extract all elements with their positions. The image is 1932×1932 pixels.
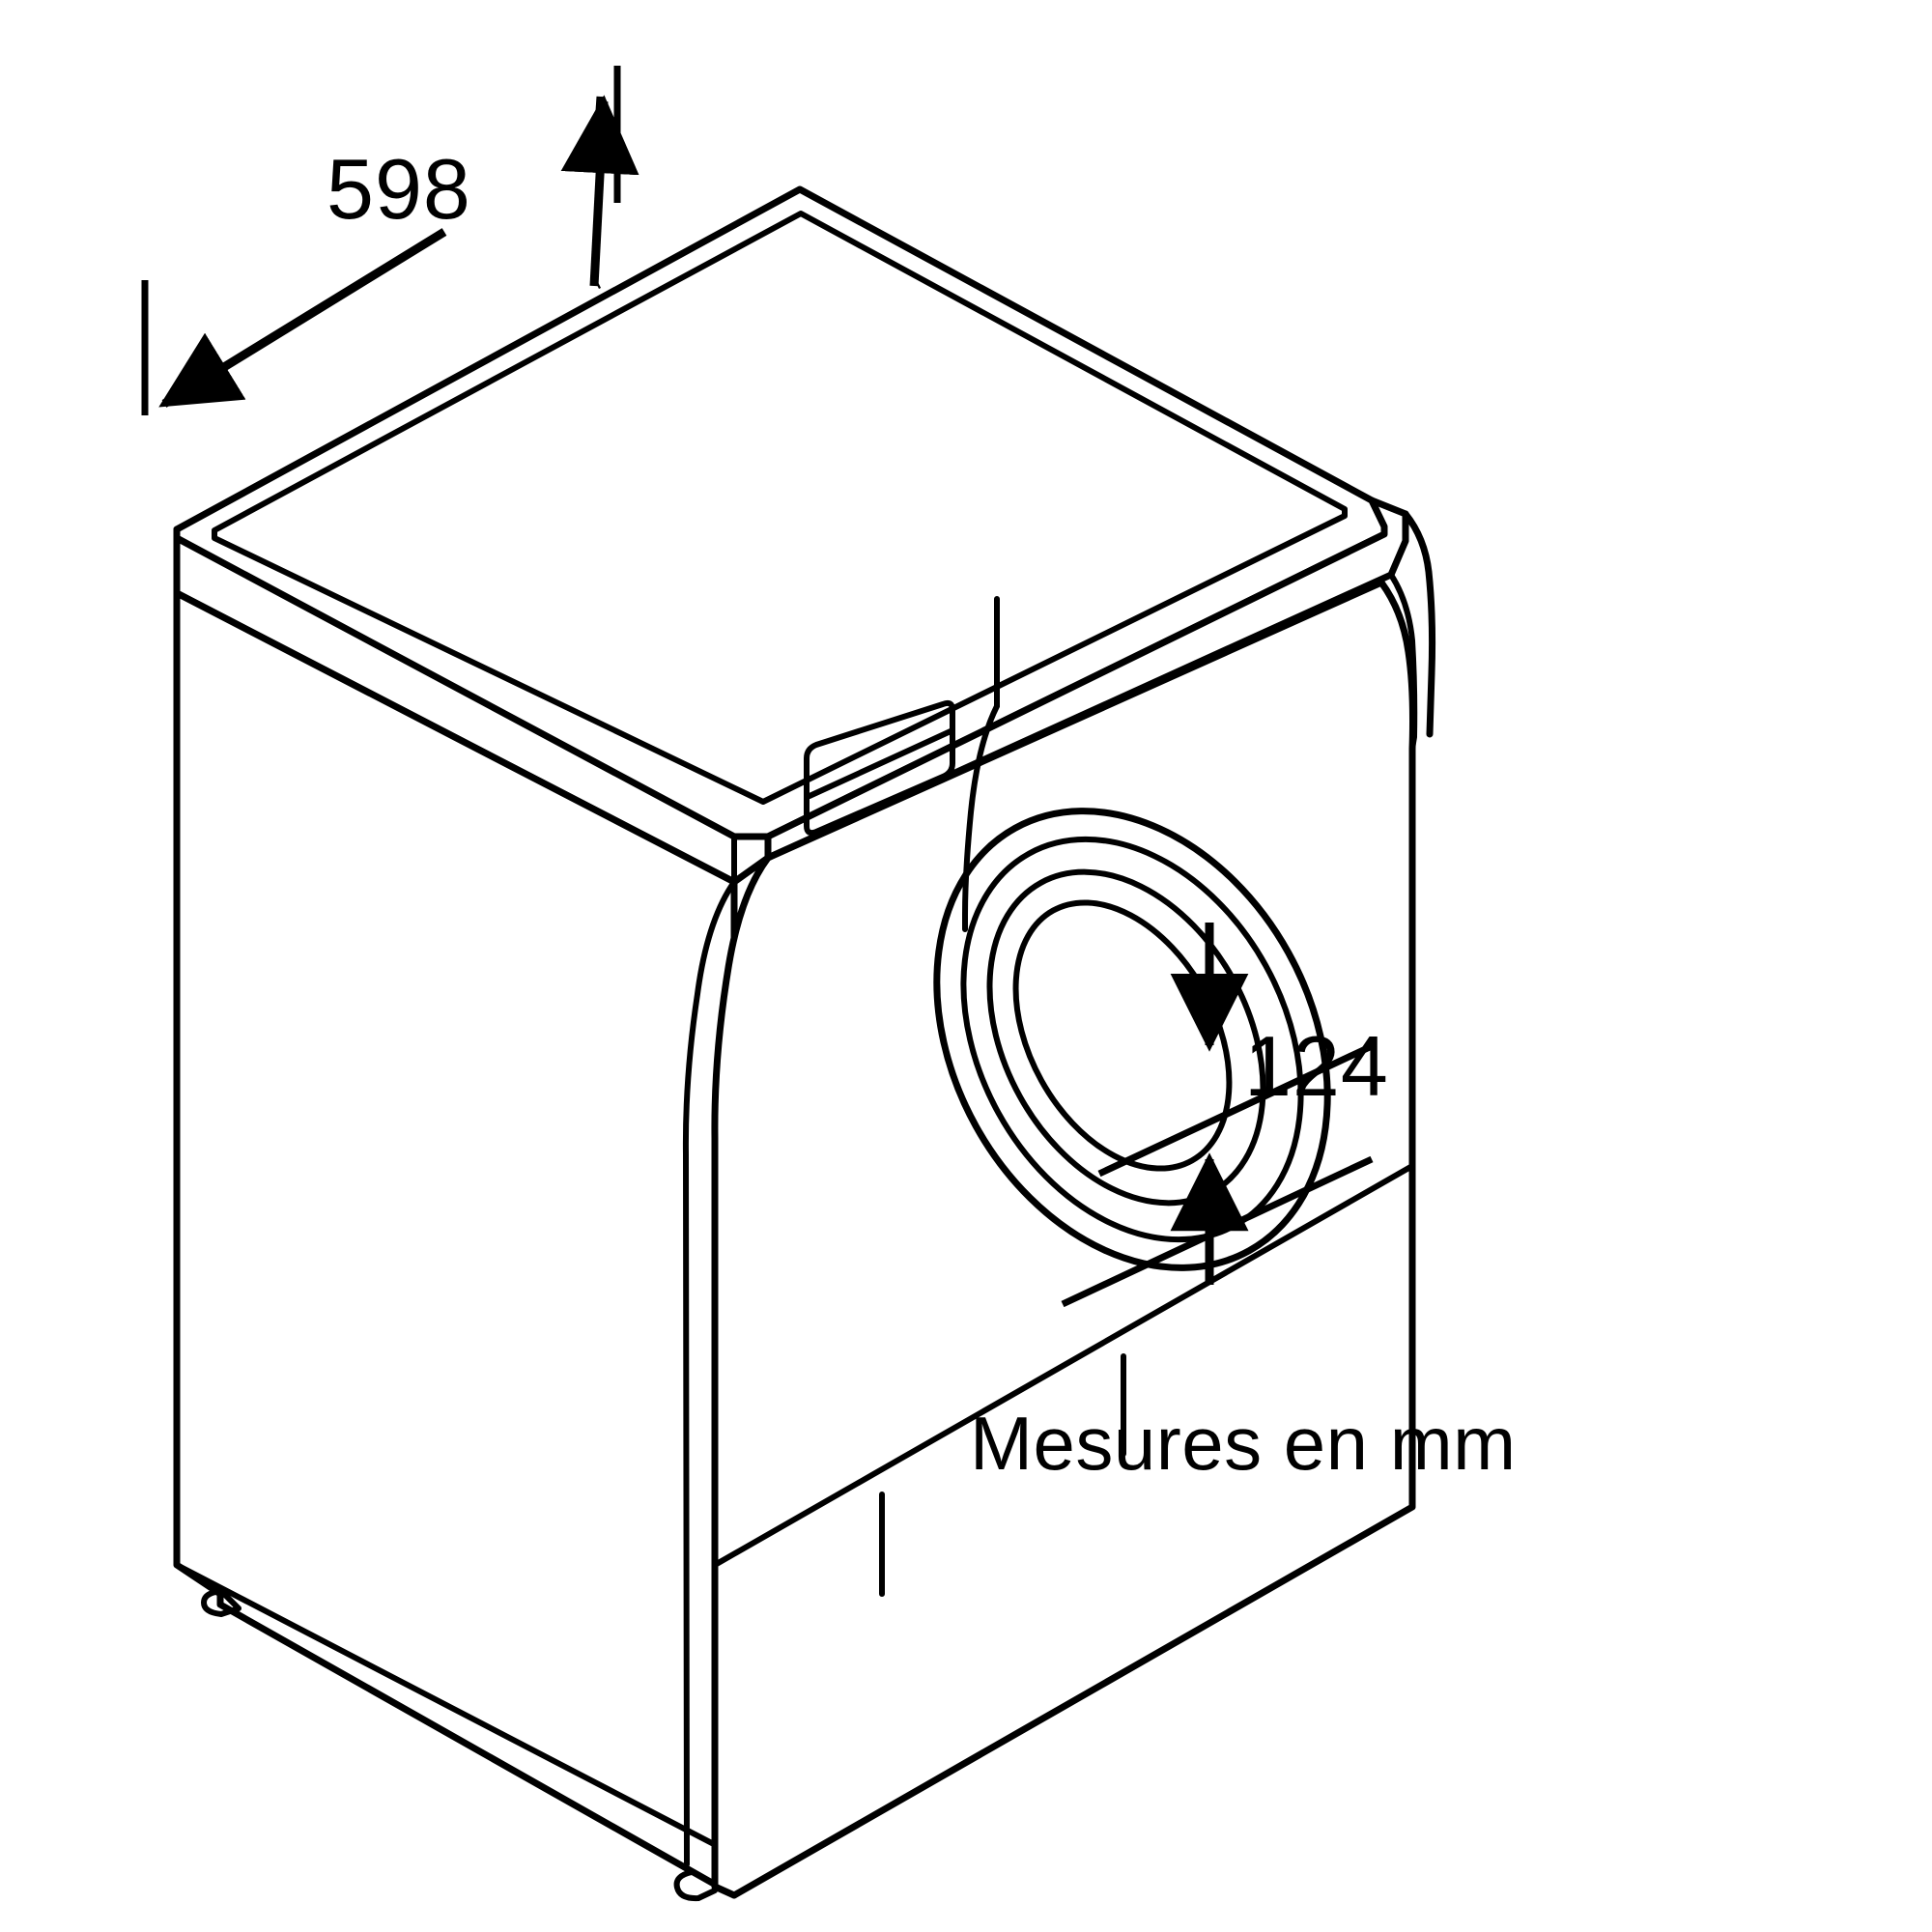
detergent-drawer-divider [807, 728, 953, 799]
dim-598-leader-right [560, 95, 639, 287]
foot-rear-left [201, 1588, 242, 1617]
side-panel-bottom-edge [174, 1562, 737, 1858]
door-ring-outer [933, 808, 1331, 1271]
dim-124-leader-top [1097, 1042, 1374, 1178]
front-panel-left-corner-inner [682, 879, 737, 1867]
dim-598-arrow-left [158, 228, 447, 408]
detergent-drawer [804, 699, 955, 837]
lid-inner-panel [212, 211, 1348, 805]
units-caption: Mesures en mm [970, 1401, 1517, 1486]
dimension-label-124: 124 [1244, 1018, 1389, 1114]
dim-598-leader-right-seg [594, 279, 602, 290]
dimension-label-598: 598 [327, 141, 471, 237]
control-panel-fascia [962, 703, 1000, 932]
front-panel [711, 579, 1416, 1899]
base-plinth-upper-edge [712, 1163, 1415, 1568]
foot-front-left [673, 1869, 718, 1902]
machine-right-shoulder [1402, 510, 1436, 738]
dim-124-leader-bottom [1061, 1155, 1374, 1308]
